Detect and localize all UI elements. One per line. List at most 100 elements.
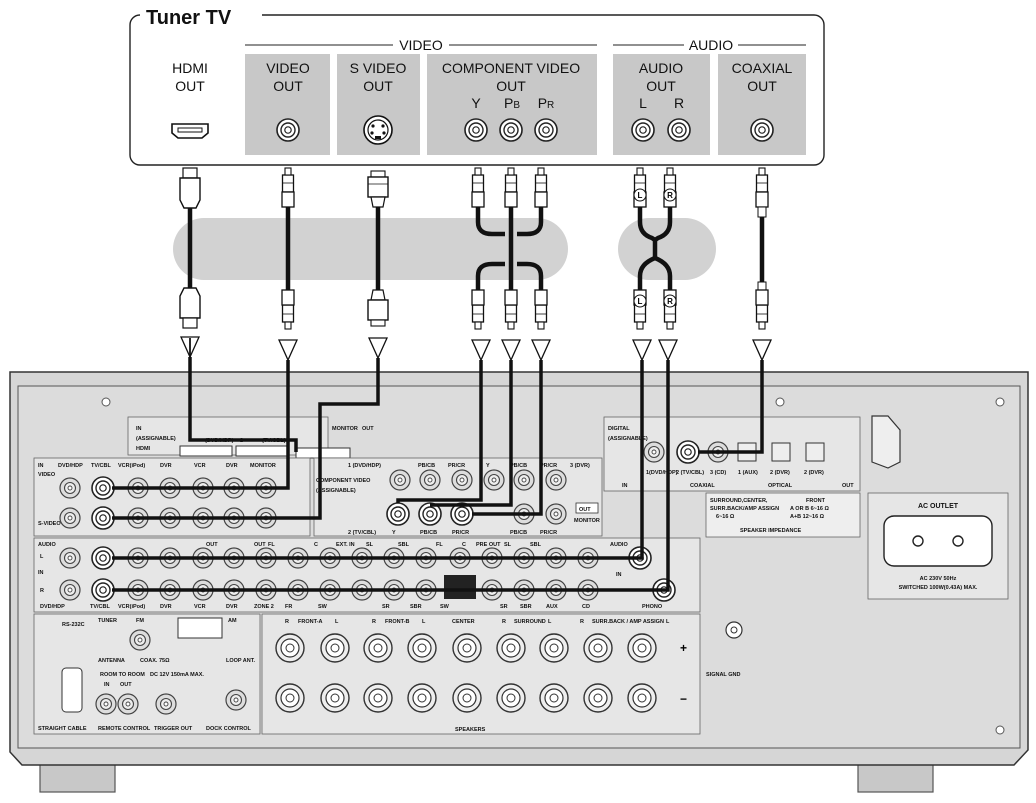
rx-comp-1-pr: PR/CR <box>448 463 465 469</box>
rx-comp3-y-jack[interactable] <box>483 469 505 491</box>
rx-row-cd: CD <box>582 604 590 610</box>
rx-comp-1: 1 (DVD/HDP) <box>348 463 381 469</box>
hdmi-out-label-2: OUT <box>175 78 205 94</box>
rx-opt-out-port[interactable] <box>805 442 825 462</box>
rx-audio-l-tvcbl-jack[interactable] <box>91 546 115 570</box>
rx-video-dvd-jack[interactable] <box>59 477 81 499</box>
rx-comp1-pb-jack[interactable] <box>419 469 441 491</box>
rx-hdmi-in1-port[interactable] <box>179 445 233 457</box>
rx-spk-front-b-l-plus[interactable] <box>407 633 437 663</box>
rx-digital-in: IN <box>622 483 628 489</box>
rx-spk-front-a-r-minus[interactable] <box>275 683 305 713</box>
rx-hdmi-monitor-port[interactable] <box>295 447 351 459</box>
rx-dig-tvcbl: 2 (TV/CBL) <box>676 470 704 476</box>
rx-hdmi-label: HDMI <box>136 446 151 452</box>
rx-spk-front-a-r: R <box>285 619 289 625</box>
rx-audio-r-dvd-jack[interactable] <box>59 579 81 601</box>
rx-monitor-out: MONITOR <box>332 426 358 432</box>
rx-trigger-out-jack[interactable] <box>155 693 177 715</box>
component-out-label-2: OUT <box>496 78 526 94</box>
rx-tuner: TUNER <box>98 618 117 624</box>
rx-audio-out-tag: OUT <box>206 542 218 548</box>
rx-spk-surround-l-minus[interactable] <box>539 683 569 713</box>
rx-rs232c: RS-232C <box>62 622 85 628</box>
rx-dig-coax1-jack[interactable] <box>643 441 665 463</box>
svideo-out-jack[interactable] <box>363 115 393 145</box>
rx-comp3-pb-jack[interactable] <box>513 469 535 491</box>
rx-spk-surround: SURROUND <box>514 619 546 625</box>
rx-audio-label-right: AUDIO <box>610 542 628 548</box>
coaxial-out-label-2: OUT <box>747 78 777 94</box>
rx-speakers: SPEAKERS <box>455 727 486 733</box>
plug-r-mark-bottom: R <box>667 297 673 306</box>
rx-rs232c-port[interactable] <box>61 667 83 713</box>
coaxial-out-jack[interactable] <box>750 118 774 142</box>
rx-spk-surr-back-r: R <box>580 619 584 625</box>
rx-spk-front-b-r: R <box>372 619 376 625</box>
rx-spk-surround-r-minus[interactable] <box>496 683 526 713</box>
rx-audio-r-tvcbl-jack[interactable] <box>91 578 115 602</box>
hdmi-out-jack[interactable] <box>171 123 209 139</box>
component-pb-label: PB <box>504 95 520 111</box>
rx-spk-center-plus[interactable] <box>452 633 482 663</box>
rx-spk-surr-back-l: L <box>666 619 670 625</box>
rx-video-tvcbl-jack[interactable] <box>91 476 115 500</box>
rx-spk-surround-l-plus[interactable] <box>539 633 569 663</box>
rx-svideo-dvd-jack[interactable] <box>59 507 81 529</box>
rx-comp-3-y: Y <box>486 463 490 469</box>
rx-spk-front-b-l: L <box>422 619 426 625</box>
rx-signal-gnd-terminal[interactable] <box>725 621 743 639</box>
rx-spk-surr-back-r-minus[interactable] <box>583 683 613 713</box>
rx-spk-front-a-l-minus[interactable] <box>320 683 350 713</box>
component-pb-jack[interactable] <box>499 118 523 142</box>
rx-comp-video: COMPONENT VIDEO <box>316 478 371 484</box>
svideo-out-label: S VIDEO <box>350 60 407 76</box>
rx-dock-control-jack[interactable] <box>225 689 247 711</box>
rx-signal-gnd: SIGNAL GND <box>706 672 740 678</box>
audio-out-r-jack[interactable] <box>667 118 691 142</box>
rx-remote-in-jack[interactable] <box>95 693 117 715</box>
rx-hdmi-in2-port[interactable] <box>235 445 289 457</box>
audio-out-label-2: OUT <box>646 78 676 94</box>
rx-spk-surround-r: R <box>502 619 506 625</box>
rx-comp2-y-jack[interactable] <box>386 502 410 526</box>
rx-remote-out-jack[interactable] <box>117 693 139 715</box>
rx-spk-front-b-r-minus[interactable] <box>363 683 393 713</box>
rx-spk-surround-r-plus[interactable] <box>496 633 526 663</box>
rx-spk-front-a-l-plus[interactable] <box>320 633 350 663</box>
rx-comp3-pr-jack[interactable] <box>545 469 567 491</box>
rx-am-terminal[interactable] <box>177 617 223 639</box>
rx-spk-front-a-r-plus[interactable] <box>275 633 305 663</box>
rx-comp-monitor-pr-jack[interactable] <box>545 503 567 525</box>
rx-comp1-y-jack[interactable] <box>389 469 411 491</box>
rx-video-in: IN <box>38 463 44 469</box>
audio-out-l-jack[interactable] <box>631 118 655 142</box>
rx-spk-center-minus[interactable] <box>452 683 482 713</box>
rx-imp-front3: A+B 12~16 Ω <box>790 514 825 520</box>
rx-svideo-tvcbl-jack[interactable] <box>91 506 115 530</box>
rx-fm-antenna-jack[interactable] <box>129 629 151 651</box>
rx-spk-surr-back: SURR.BACK / AMP ASSIGN <box>592 619 664 625</box>
rx-comp-assignable: (ASSIGNABLE) <box>316 488 356 494</box>
rx-audio-l-dvd-jack[interactable] <box>59 547 81 569</box>
component-pr-jack[interactable] <box>534 118 558 142</box>
rx-spk-front-b-l-minus[interactable] <box>407 683 437 713</box>
component-y-jack[interactable] <box>464 118 488 142</box>
rx-imp-front2: A OR B 6~16 Ω <box>790 506 829 512</box>
rx-spk-surr-back-r-plus[interactable] <box>583 633 613 663</box>
rx-ac-outlet-socket[interactable] <box>883 515 993 567</box>
rx-audio-r-mark: R <box>40 588 44 594</box>
rx-dig-coax2-jack[interactable] <box>676 440 700 464</box>
rx-opt2-port[interactable] <box>771 442 791 462</box>
rx-spk-surr-back-l-plus[interactable] <box>627 633 657 663</box>
video-out-jack[interactable] <box>276 118 300 142</box>
rx-comp1-pr-jack[interactable] <box>451 469 473 491</box>
rx-imp-front: FRONT <box>806 498 826 504</box>
rx-hdmi-in: IN <box>136 426 142 432</box>
rx-comp-monitor-pb: PB/CB <box>510 530 527 536</box>
rx-dig-cd: 3 (CD) <box>710 470 726 476</box>
rx-spk-front-b-r-plus[interactable] <box>363 633 393 663</box>
rx-row-zone2: ZONE 2 <box>254 604 274 610</box>
rx-comp-2-pb: PB/CB <box>420 530 437 536</box>
rx-spk-surr-back-l-minus[interactable] <box>627 683 657 713</box>
